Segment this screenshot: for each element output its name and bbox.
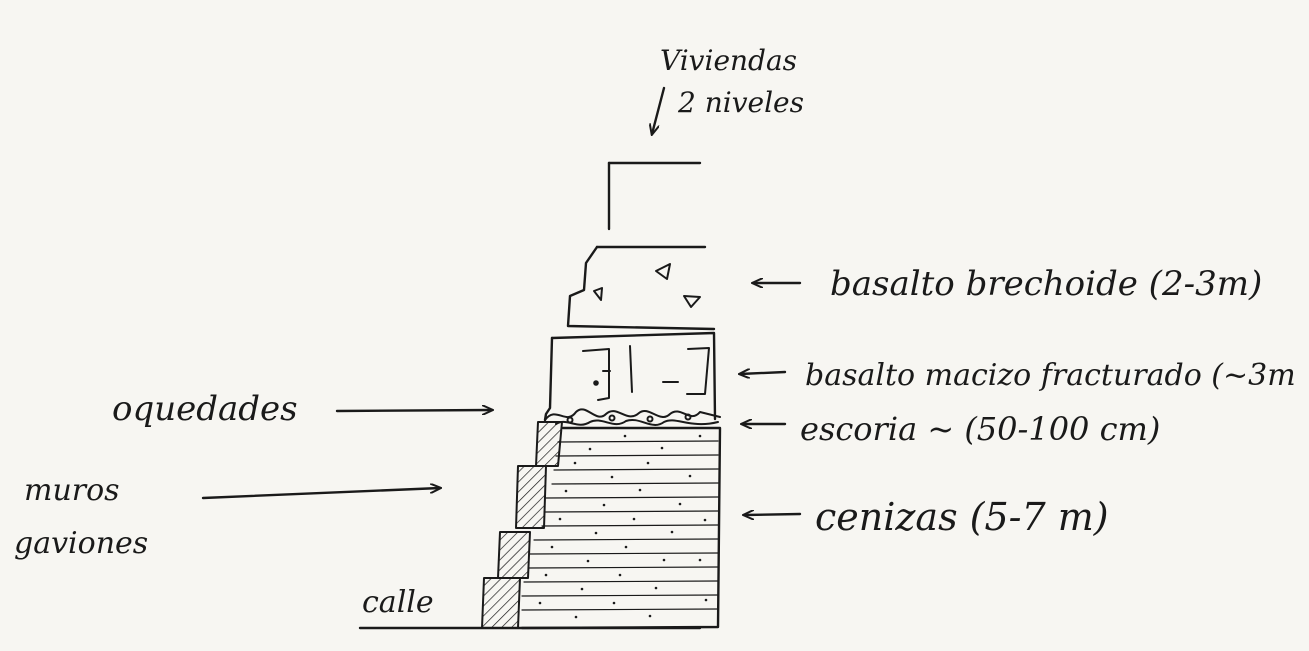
gabion-walls	[481, 421, 563, 629]
label-cenizas: cenizas (5-7 m)	[815, 495, 1109, 539]
layer-cenizas	[520, 426, 722, 630]
label-gaviones: gaviones	[14, 526, 148, 561]
arrow-basalto-macizo	[740, 372, 787, 374]
label-oquedades: oquedades	[112, 389, 298, 429]
label-niveles: 2 niveles	[677, 86, 804, 119]
arrow-muros-gaviones	[201, 488, 440, 500]
houses-arrow	[652, 86, 666, 134]
label-escoria: escoria ~ (50-100 cm)	[800, 410, 1160, 448]
label-calle: calle	[362, 585, 434, 620]
label-basalto-brechoide: basalto brechoide (2-3m)	[830, 264, 1262, 304]
label-muros: muros	[24, 473, 120, 508]
layer-basalto-macizo	[543, 331, 717, 422]
houses-outline	[595, 161, 707, 249]
arrow-oquedades	[335, 410, 492, 411]
layer-escoria	[544, 408, 721, 426]
label-viviendas: Viviendas	[660, 44, 797, 77]
layer-basalto-brechoide	[566, 245, 716, 331]
arrow-cenizas	[744, 514, 802, 515]
label-basalto-macizo: basalto macizo fracturado (~3m	[805, 358, 1296, 393]
